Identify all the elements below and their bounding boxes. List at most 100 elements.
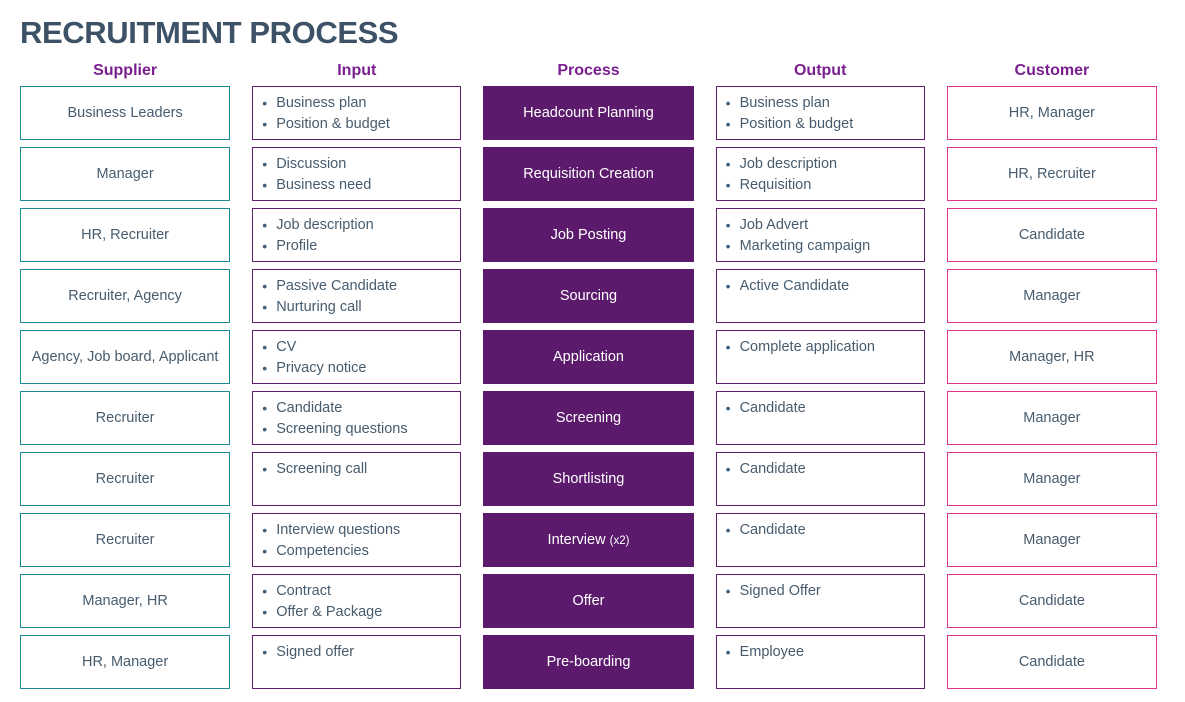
supplier-cell-label: Recruiter, Agency — [68, 287, 182, 304]
output-cell[interactable]: •Job Advert•Marketing campaign — [715, 208, 925, 262]
process-step[interactable]: Job Posting — [483, 208, 694, 262]
column-header-input: Input — [337, 62, 377, 79]
output-cell[interactable]: • Employee — [715, 635, 925, 689]
customer-cell[interactable]: Candidate — [946, 574, 1157, 628]
supplier-cell[interactable]: Manager, HR — [20, 574, 231, 628]
input-cell[interactable]: •Passive Candidate•Nurturing call — [252, 269, 462, 323]
customer-cell-label: Manager — [1023, 470, 1081, 487]
customer-cell[interactable]: HR, Manager — [946, 86, 1157, 140]
input-cell[interactable]: •Job description•Profile — [252, 208, 462, 262]
supplier-cell-label: Manager, HR — [82, 592, 168, 609]
list-item: • Job description — [726, 154, 920, 175]
list-item: •Signed offer — [262, 642, 456, 663]
input-cell[interactable]: •Business plan•Position & budget — [252, 86, 462, 140]
supplier-cell-label: Business Leaders — [67, 104, 183, 121]
input-item-label: Interview questions — [276, 522, 401, 538]
column-header-process: Process — [557, 62, 620, 79]
column-input: Input •Business plan•Position & budget•D… — [252, 58, 462, 689]
customer-cell-label: Candidate — [1018, 226, 1085, 243]
supplier-cell[interactable]: Manager — [20, 147, 231, 201]
process-step[interactable]: Pre-boarding — [483, 635, 694, 689]
input-cell[interactable]: •Candidate•Screening questions — [252, 391, 462, 445]
supplier-cell[interactable]: HR, Manager — [20, 635, 231, 689]
output-item-label: Signed Offer — [739, 583, 821, 599]
bullet-icon: • — [725, 644, 731, 660]
output-cell[interactable]: • Job description •Requisition — [715, 147, 925, 201]
input-item-label: Passive Candidate — [276, 278, 398, 294]
output-cell[interactable]: •Business plan•Position & budget — [715, 86, 925, 140]
input-cell[interactable]: • CV •Privacy notice — [252, 330, 462, 384]
bullet-icon: • — [725, 238, 731, 254]
list-item: •Position & budget — [726, 114, 920, 135]
process-step[interactable]: Shortlisting — [483, 452, 694, 506]
process-step[interactable]: Sourcing — [483, 269, 694, 323]
process-step[interactable]: Offer — [483, 574, 694, 628]
process-step[interactable]: Interview (x2) — [483, 513, 694, 567]
input-cell[interactable]: •Discussion•Business need — [252, 147, 462, 201]
output-cell[interactable]: •Active Candidate — [715, 269, 925, 323]
list-item: •Privacy notice — [262, 358, 456, 379]
customer-cell[interactable]: HR, Recruiter — [946, 147, 1157, 201]
customer-cell[interactable]: Candidate — [946, 635, 1157, 689]
supplier-cell[interactable]: Agency, Job board, Applicant — [20, 330, 231, 384]
supplier-cell[interactable]: Recruiter, Agency — [20, 269, 231, 323]
customer-cell[interactable]: Manager — [946, 452, 1157, 506]
step-name: Sourcing — [559, 288, 618, 304]
process-step[interactable]: Screening — [483, 391, 694, 445]
list-item: •Contract — [262, 581, 456, 602]
input-cell[interactable]: •Interview questions•Competencies — [252, 513, 462, 567]
bullet-icon: • — [725, 583, 731, 599]
input-cell[interactable]: • Screening call — [252, 452, 462, 506]
output-item-label: Position & budget — [739, 116, 854, 132]
process-step[interactable]: Requisition Creation — [483, 147, 694, 201]
output-item-label: Complete application — [739, 339, 875, 355]
step-repeat-count: (x2) — [609, 534, 630, 547]
customer-cell[interactable]: Manager, HR — [946, 330, 1157, 384]
customer-cell[interactable]: Manager — [946, 513, 1157, 567]
process-step-label: Offer — [573, 592, 605, 610]
supplier-cell[interactable]: Recruiter — [20, 452, 231, 506]
list-item: •Candidate — [726, 459, 920, 480]
customer-cell[interactable]: Manager — [946, 391, 1157, 445]
input-item-label: CV — [276, 339, 297, 355]
step-name: Offer — [572, 593, 605, 609]
output-cell[interactable]: •Candidate — [715, 513, 925, 567]
list-item: •Active Candidate — [726, 276, 920, 297]
customer-cell-label: HR, Manager — [1008, 104, 1095, 121]
list-item: •Interview questions — [262, 520, 456, 541]
output-item-label: Candidate — [739, 461, 806, 477]
bullet-icon: • — [725, 278, 731, 294]
output-item-label: Employee — [739, 644, 805, 660]
customer-cell-label: HR, Recruiter — [1007, 165, 1096, 182]
supplier-cell[interactable]: HR, Recruiter — [20, 208, 231, 262]
bullet-icon: • — [262, 339, 268, 355]
bullet-icon: • — [725, 156, 731, 172]
output-cell[interactable]: •Complete application — [715, 330, 925, 384]
process-step[interactable]: Headcount Planning — [483, 86, 694, 140]
output-cell[interactable]: • Signed Offer — [715, 574, 925, 628]
step-name: Shortlisting — [552, 471, 625, 487]
list-item: •Requisition — [726, 175, 920, 196]
output-item-label: Job description — [739, 156, 838, 172]
customer-cell[interactable]: Candidate — [946, 208, 1157, 262]
input-cell[interactable]: •Contract•Offer & Package — [252, 574, 462, 628]
customer-cell[interactable]: Manager — [946, 269, 1157, 323]
input-item-label: Business plan — [276, 95, 367, 111]
input-item-label: Position & budget — [276, 116, 390, 132]
output-cell[interactable]: •Candidate — [715, 452, 925, 506]
output-cell[interactable]: •Candidate — [715, 391, 925, 445]
input-item-label: Screening call — [276, 461, 368, 477]
supplier-cell[interactable]: Recruiter — [20, 513, 231, 567]
process-step-label: Interview (x2) — [548, 531, 630, 550]
process-step[interactable]: Application — [483, 330, 694, 384]
input-cell[interactable]: •Signed offer — [252, 635, 462, 689]
bullet-icon: • — [262, 238, 268, 254]
bullet-icon: • — [262, 299, 268, 315]
bullet-icon: • — [262, 461, 268, 477]
list-item: •Offer & Package — [262, 602, 456, 623]
supplier-cell[interactable]: Business Leaders — [20, 86, 231, 140]
supplier-cell[interactable]: Recruiter — [20, 391, 231, 445]
